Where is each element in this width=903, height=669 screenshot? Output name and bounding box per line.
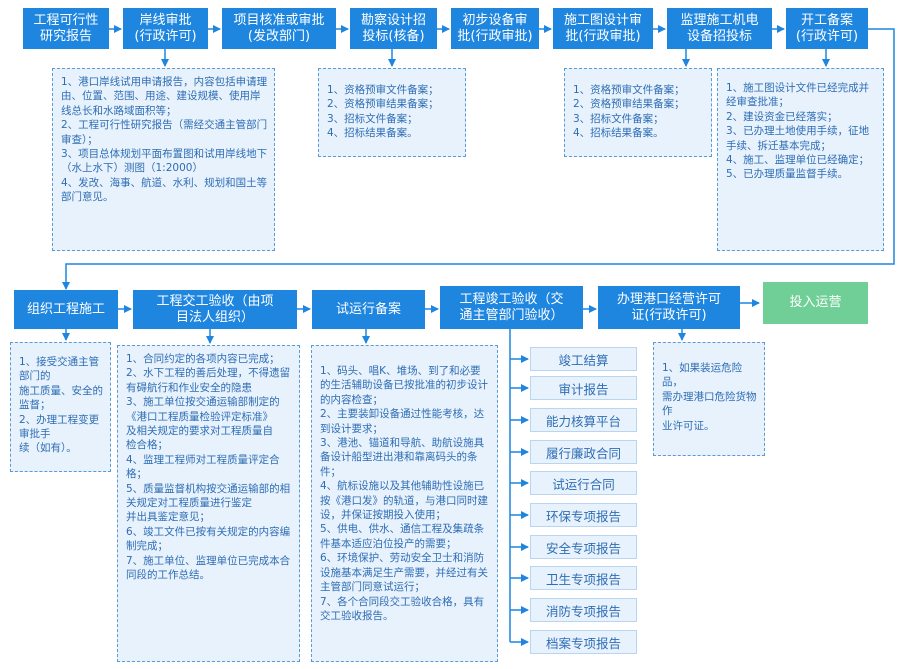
step-organize-construction[interactable]: 组织工程施工 (14, 290, 118, 329)
report-item[interactable]: 消防专项报告 (530, 598, 637, 622)
report-item[interactable]: 试运行合同 (530, 471, 637, 495)
report-item[interactable]: 竣工结算 (530, 347, 637, 371)
note-supervision-bidding-requirements: 1、资格预审文件备案； 2、资格预审结果备案； 3、招标文件备案； 4、招标结果… (564, 68, 712, 157)
step-construction-drawing[interactable]: 施工图设计审 批(行政审批) (553, 8, 653, 49)
step-trial-operation-filing[interactable]: 试运行备案 (312, 290, 425, 329)
report-item[interactable]: 安全专项报告 (530, 535, 637, 559)
note-survey-bidding-requirements: 1、资格预审文件备案； 2、资格预审结果备案； 3、招标文件备案； 4、招标结果… (318, 68, 466, 157)
report-item[interactable]: 履行廉政合同 (530, 440, 637, 464)
step-completion-acceptance[interactable]: 工程竣工验收（交 通主管部门验收） (440, 286, 583, 329)
report-item[interactable]: 卫生专项报告 (530, 566, 637, 590)
step-construction-start[interactable]: 开工备案 (行政许可) (786, 8, 868, 49)
step-preliminary-design[interactable]: 初步设备审 批(行政审批) (451, 8, 539, 49)
note-trial-operation-conditions: 1、码头、唱K、堆场、到了和必要的生活辅助设备已按批准的初步设计的内容检查； 2… (311, 345, 498, 662)
report-item[interactable]: 能力核算平台 (530, 408, 637, 432)
connector-row1-row2 (62, 28, 895, 290)
report-item[interactable]: 环保专项报告 (530, 503, 637, 527)
report-item[interactable]: 档案专项报告 (530, 630, 637, 654)
step-project-approval[interactable]: 项目核准或审批 (发改部门) (222, 8, 336, 49)
note-shoreline-requirements: 1、港口岸线试用申请报告，内容包括申请理由、位置、范围、用途、建设规模、使用岸线… (52, 68, 275, 251)
note-construction-start-requirements: 1、施工图设计文件已经完成并 经审查批准； 2、建设资金已经落实； 3、已办理土… (717, 68, 884, 251)
step-supervision-bidding[interactable]: 监理施工机电 设备招投标 (667, 8, 772, 49)
note-construction-supervision: 1、接受交通主管部门的 施工质量、安全的监督； 2、办理工程变更审批手 续（如有… (10, 342, 111, 472)
step-handover-acceptance[interactable]: 工程交工验收（由项 目法人组织） (133, 290, 297, 329)
step-feasibility-report[interactable]: 工程可行性 研究报告 (23, 8, 109, 49)
step-survey-bidding[interactable]: 勘察设计招 投标(核备) (350, 8, 437, 49)
report-item[interactable]: 审计报告 (530, 376, 637, 400)
note-handover-conditions: 1、合同约定的各项内容已完成； 2、水下工程的善后处理，不得遗留有碍航行和作业安… (117, 345, 300, 662)
step-shoreline-approval[interactable]: 岸线审批 (行政许可) (123, 8, 208, 49)
note-port-license-conditions: 1、如果装运危险品， 需办理港口危险货物作 业许可证。 (653, 342, 765, 456)
step-port-license[interactable]: 办理港口经营许可 证(行政许可) (598, 286, 740, 329)
step-start-operation[interactable]: 投入运营 (763, 282, 868, 324)
